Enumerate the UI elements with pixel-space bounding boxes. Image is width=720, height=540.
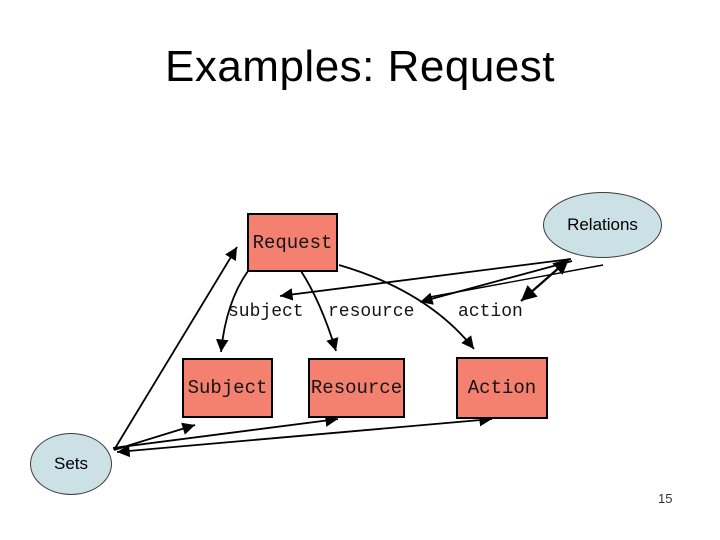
slide-title: Examples: Request xyxy=(164,42,556,91)
arrow-relations-to-resource-twin xyxy=(429,264,604,298)
sets-ellipse: Sets xyxy=(30,433,112,495)
arrow-request-to-subject xyxy=(215,270,249,353)
arrow-relations-to-resource xyxy=(419,260,573,305)
attribute-label-resource: resource xyxy=(328,302,415,322)
action-set-box: Action xyxy=(456,357,548,419)
attribute-label-subject: subject xyxy=(228,302,304,322)
arrow-sets-to-request xyxy=(113,246,238,451)
page-number: 15 xyxy=(658,491,673,506)
arrow-request-to-resource xyxy=(300,270,339,352)
subject-set-box: Subject xyxy=(182,358,273,418)
request-box: Request xyxy=(247,213,338,272)
relations-ellipse: Relations xyxy=(543,192,662,258)
arrow-sets-to-resource xyxy=(112,414,339,449)
arrow-sets-to-action xyxy=(116,413,493,458)
resource-set-box: Resource xyxy=(308,358,405,418)
arrow-request-to-action xyxy=(338,264,475,350)
attribute-label-action: action xyxy=(458,302,523,322)
arrow-relations-action-bidirectional xyxy=(520,258,570,302)
